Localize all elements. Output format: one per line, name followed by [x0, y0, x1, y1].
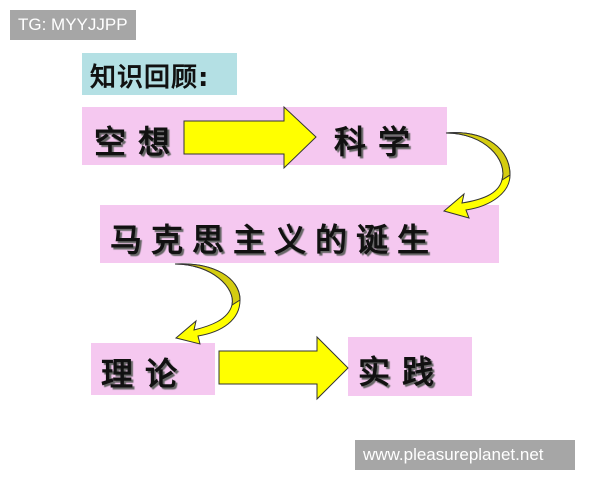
curved-arrow-icon: [442, 132, 511, 219]
node-practice-label: 实践: [358, 353, 447, 391]
watermark-top: TG: MYYJJPP: [10, 10, 136, 40]
title-text: 知识回顾:: [90, 63, 210, 93]
node-practice: 实践: [348, 337, 472, 396]
curved-arrow-icon: [174, 263, 241, 345]
node-theory: 理论: [91, 343, 215, 395]
node-birth: 马克思主义的诞生: [100, 205, 499, 263]
node-utopia-label: 空想: [94, 123, 183, 161]
node-science-label: 科学: [334, 123, 423, 161]
arrow-right-icon: [218, 335, 349, 401]
node-theory-label: 理论: [101, 355, 190, 393]
watermark-bottom: www.pleasureplanet.net: [355, 440, 575, 470]
node-birth-label: 马克思主义的诞生: [110, 221, 439, 259]
arrow-right-icon: [183, 105, 317, 170]
section-title: 知识回顾:: [82, 53, 237, 95]
